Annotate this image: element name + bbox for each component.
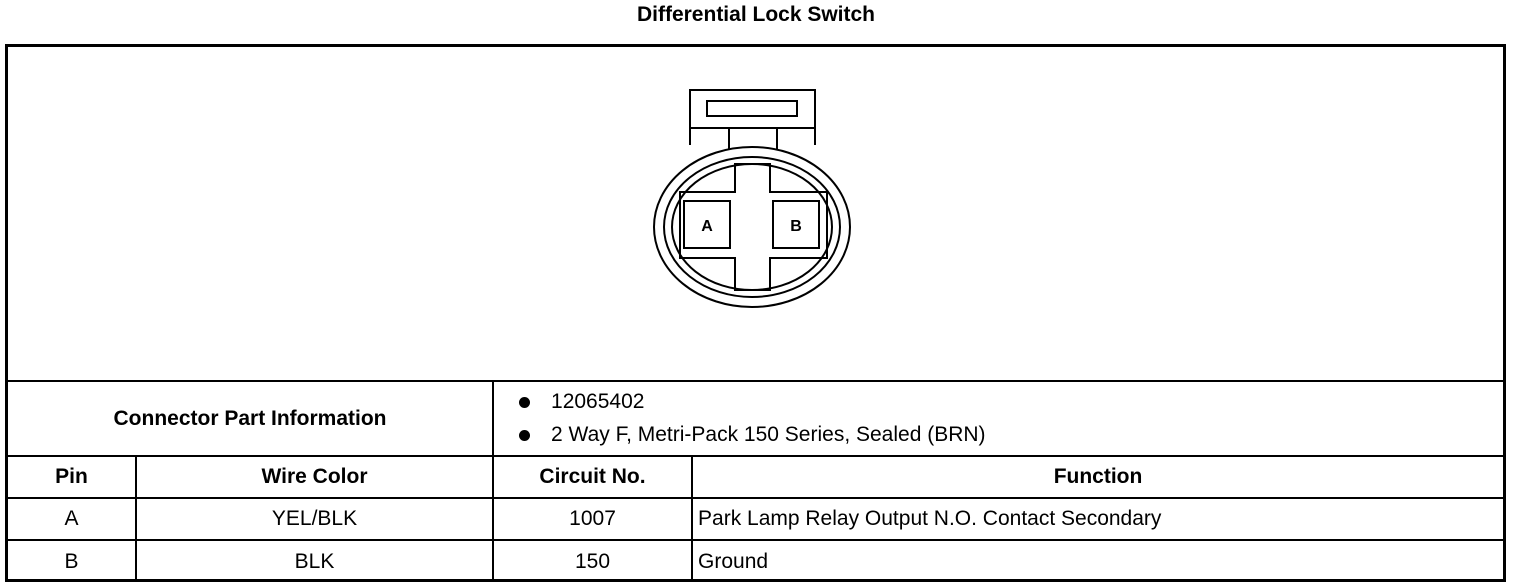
circuit-cell: 150 [492, 539, 694, 582]
function-cell: Ground [691, 539, 1504, 582]
connector-keying-cross [679, 163, 828, 291]
bullet-icon [519, 429, 531, 441]
connector-lock-slot [706, 100, 798, 117]
part-number: 12065402 [551, 390, 645, 413]
connector-outer-shell [653, 146, 851, 308]
wire-color-cell: YEL/BLK [134, 497, 495, 541]
wire-color-cell: BLK [134, 539, 495, 582]
part-info-label: Connector Part Information [8, 380, 495, 457]
bullet-icon [519, 396, 531, 408]
page-title: Differential Lock Switch [636, 3, 876, 26]
pin-b-label: B [790, 218, 802, 235]
header-function: Function [691, 455, 1504, 499]
header-circuit-no: Circuit No. [492, 455, 694, 499]
connector-face-drawing: A B [653, 89, 851, 308]
part-description: 2 Way F, Metri-Pack 150 Series, Sealed (… [551, 423, 986, 446]
table-row: B BLK 150 Ground [8, 539, 1504, 582]
pin-cell: B [8, 539, 137, 582]
table-header-row: Pin Wire Color Circuit No. Function [8, 455, 1504, 499]
connector-diagram: A B [8, 47, 1503, 380]
connector-seal-ring [663, 156, 841, 298]
part-info-item: 2 Way F, Metri-Pack 150 Series, Sealed (… [516, 419, 1503, 452]
part-info-item: 12065402 [516, 386, 1503, 419]
connector-info-table: Connector Part Information 12065402 2 Wa… [8, 380, 1504, 582]
header-pin: Pin [8, 455, 137, 499]
pin-b-cavity [772, 200, 820, 249]
connector-lock-tab [689, 89, 816, 145]
part-info-list: 12065402 2 Way F, Metri-Pack 150 Series,… [492, 380, 1504, 457]
connector-frame: A B Connector Part Information 12065402 … [5, 44, 1506, 582]
table-row: A YEL/BLK 1007 Park Lamp Relay Output N.… [8, 497, 1504, 541]
circuit-cell: 1007 [492, 497, 694, 541]
pin-a-cavity [683, 200, 731, 249]
part-info-row: Connector Part Information 12065402 2 Wa… [8, 380, 1504, 457]
pin-cell: A [8, 497, 137, 541]
pin-a-label: A [701, 218, 713, 235]
function-cell: Park Lamp Relay Output N.O. Contact Seco… [691, 497, 1504, 541]
header-wire-color: Wire Color [134, 455, 495, 499]
